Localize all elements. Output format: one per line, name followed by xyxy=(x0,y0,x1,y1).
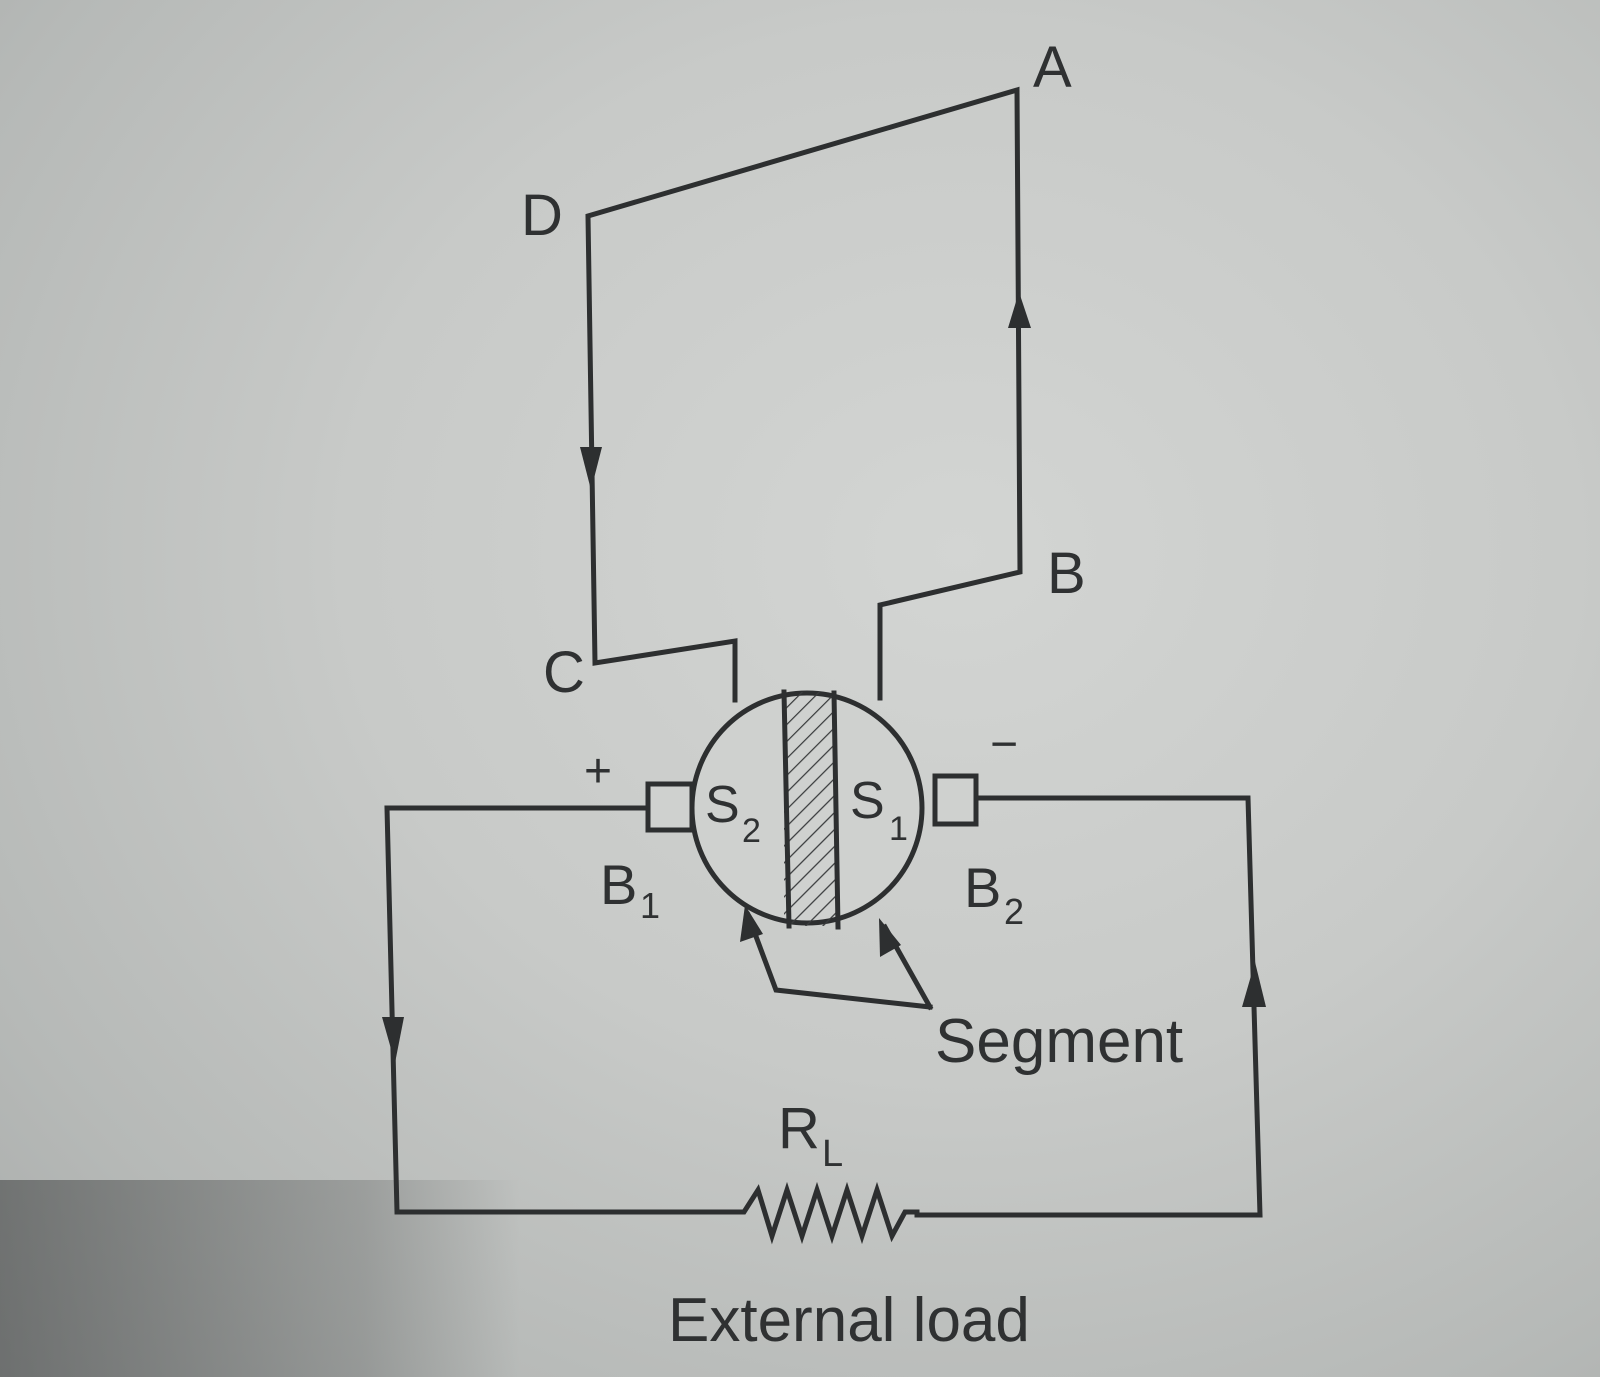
coil-loop-wire xyxy=(585,86,1023,703)
label-segment-s1: S xyxy=(850,772,885,830)
label-brush-b1-subscript: 1 xyxy=(640,885,660,926)
label-brush-b2-subscript: 2 xyxy=(1004,891,1024,932)
label-polarity-plus: + xyxy=(584,745,612,798)
label-resistor-symbol: R xyxy=(778,1096,820,1161)
insulating-strip xyxy=(784,692,836,926)
label-polarity-minus: − xyxy=(990,718,1018,771)
segment-arrowhead-right xyxy=(879,918,901,957)
label-brush-b1: B xyxy=(600,853,637,916)
label-segment-s2: S xyxy=(705,776,740,834)
brush-b1 xyxy=(645,781,695,833)
label-external-load: External load xyxy=(668,1286,1030,1355)
segment-pointer-left xyxy=(744,911,933,1010)
arrow-down-coil-left xyxy=(580,447,602,490)
strip-right-edge xyxy=(831,690,841,930)
brush-b2 xyxy=(932,773,979,827)
label-resistor-subscript: L xyxy=(822,1133,843,1175)
external-circuit-left-wire xyxy=(384,805,736,1215)
load-resistor xyxy=(730,1181,920,1245)
label-point-c: C xyxy=(543,640,585,705)
arrow-up-coil-right xyxy=(1008,292,1031,328)
label-brush-b2: B xyxy=(964,856,1001,919)
strip-left-edge xyxy=(781,689,792,929)
arrow-down-external-left xyxy=(382,1017,404,1063)
arrow-up-external-right xyxy=(1242,962,1266,1007)
label-segment-s1-subscript: 1 xyxy=(889,810,908,848)
label-point-d: D xyxy=(521,183,563,248)
label-point-b: B xyxy=(1047,541,1086,606)
label-segment-s2-subscript: 2 xyxy=(742,812,761,850)
segment-arrowhead-left xyxy=(740,905,763,942)
label-segment-caption: Segment xyxy=(935,1007,1183,1076)
label-point-a: A xyxy=(1033,35,1072,100)
